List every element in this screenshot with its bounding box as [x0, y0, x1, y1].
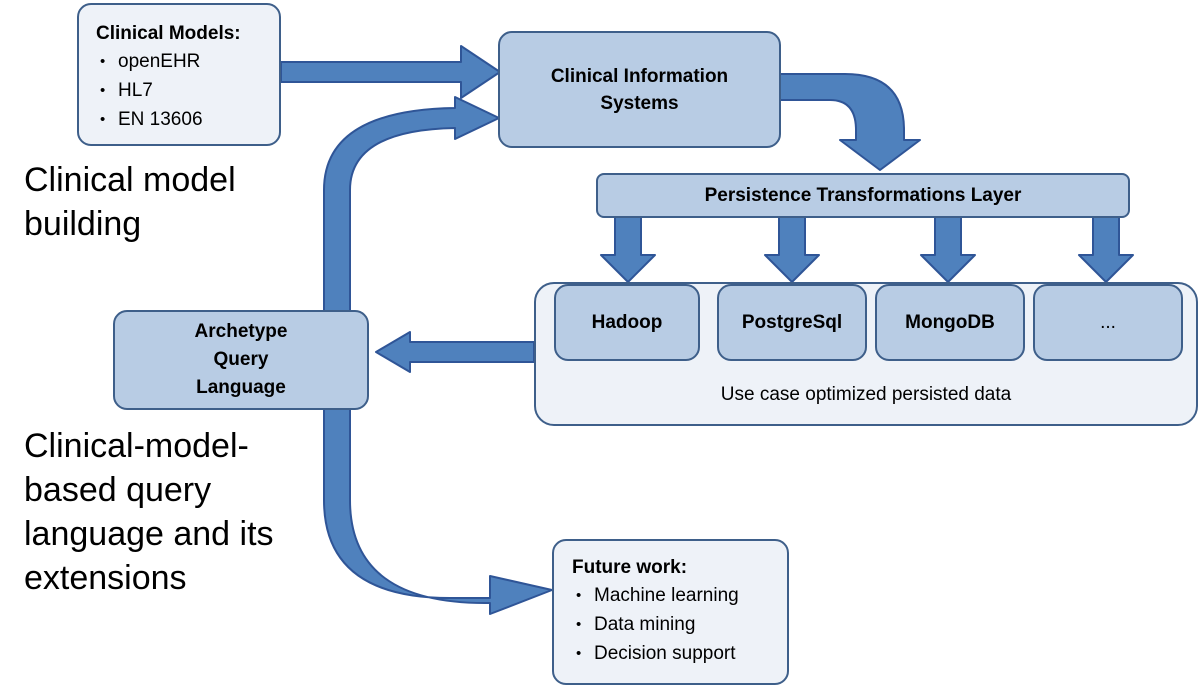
label-line: Clinical model	[24, 161, 236, 199]
label-line: language and its	[24, 515, 274, 553]
list-item: HL7	[96, 76, 279, 105]
label-model-building: Clinical model building	[24, 158, 236, 246]
list-item: Machine learning	[572, 581, 787, 610]
aql-label-line1: Archetype	[194, 321, 288, 342]
cis-label-line2: Systems	[600, 92, 679, 114]
clinical-models-list: openEHR HL7 EN 13606	[96, 47, 279, 134]
label-line: based query	[24, 471, 212, 509]
arrow-aql-to-cis	[323, 96, 500, 313]
aql-label-line2: Query	[213, 349, 269, 370]
db-label: Hadoop	[591, 311, 663, 333]
arrow-data-to-aql	[375, 331, 535, 373]
db-label: PostgreSql	[741, 311, 843, 333]
clinical-models-title: Clinical Models:	[96, 23, 241, 44]
list-item: Decision support	[572, 639, 787, 668]
future-work-box: Future work: Machine learning Data minin…	[552, 539, 789, 685]
db-label: MongoDB	[905, 311, 995, 333]
arrow-persistence-to-mongodb	[920, 214, 976, 283]
label-line: extensions	[24, 559, 187, 597]
db-mongodb: MongoDB	[875, 284, 1025, 361]
list-item: openEHR	[96, 47, 279, 76]
arrow-persistence-to-other	[1078, 214, 1134, 283]
label-query-language: Clinical-model- based query language and…	[24, 424, 274, 600]
db-other: ...	[1033, 284, 1183, 361]
arrow-cis-to-persistence	[779, 73, 921, 171]
arrow-models-to-cis	[280, 45, 501, 99]
cis-label-line1: Clinical Information	[550, 65, 729, 87]
clinical-information-systems-box: Clinical Information Systems	[498, 31, 781, 148]
db-label: ...	[1100, 311, 1116, 333]
arrow-aql-to-future-work	[323, 407, 553, 615]
label-line: Clinical-model-	[24, 427, 249, 465]
persistence-layer-label: Persistence Transformations Layer	[704, 184, 1022, 206]
future-work-list: Machine learning Data mining Decision su…	[572, 581, 787, 668]
aql-box: Archetype Query Language	[113, 310, 369, 410]
persistence-layer-box: Persistence Transformations Layer	[596, 173, 1130, 218]
future-work-title: Future work:	[572, 557, 688, 578]
list-item: Data mining	[572, 610, 787, 639]
aql-label-line3: Language	[196, 377, 286, 398]
list-item: EN 13606	[96, 105, 279, 134]
db-postgresql: PostgreSql	[717, 284, 867, 361]
label-line: building	[24, 205, 142, 243]
arrow-persistence-to-postgresql	[764, 214, 820, 283]
clinical-models-box: Clinical Models: openEHR HL7 EN 13606	[77, 3, 281, 146]
db-hadoop: Hadoop	[554, 284, 700, 361]
persisted-data-caption: Use case optimized persisted data	[720, 384, 1012, 405]
arrow-persistence-to-hadoop	[600, 214, 656, 283]
